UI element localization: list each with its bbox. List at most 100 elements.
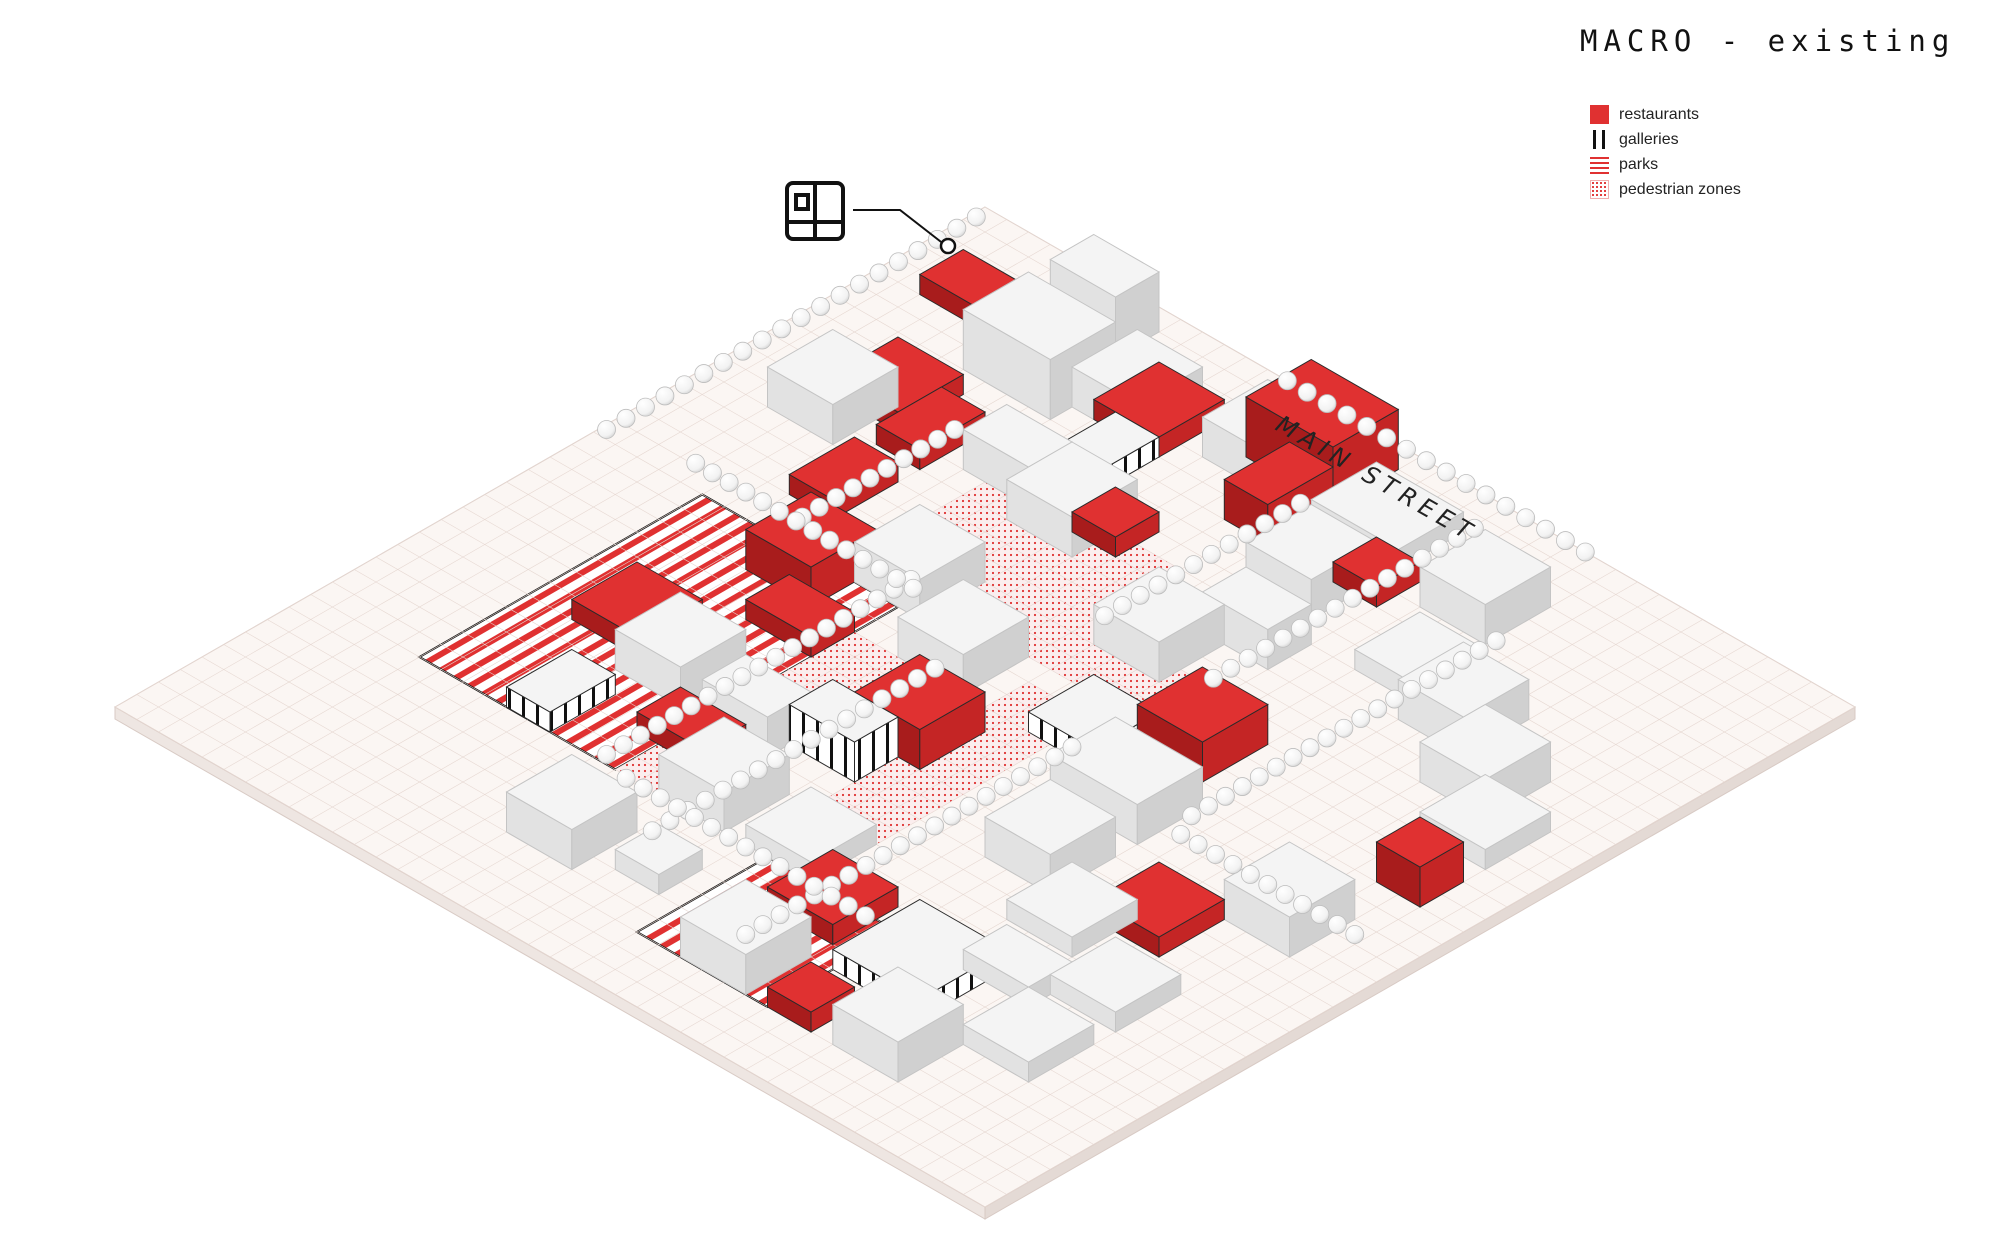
galleries-swatch: [1590, 130, 1609, 149]
building-roof: [614, 591, 747, 668]
tree: [870, 559, 890, 579]
tree: [597, 745, 616, 764]
grid-line: [158, 681, 1029, 1183]
tree: [732, 667, 752, 687]
tree: [713, 780, 733, 800]
tree: [869, 263, 889, 283]
tree: [908, 241, 928, 260]
tree: [1368, 699, 1388, 719]
tree: [1011, 767, 1030, 787]
tree: [681, 696, 701, 716]
tree: [753, 847, 773, 867]
restaurant-building-roof: [766, 961, 856, 1013]
tree: [850, 599, 870, 619]
grid-line: [201, 656, 1073, 1158]
tree: [890, 836, 910, 856]
tree: [856, 856, 876, 875]
tree: [838, 896, 858, 916]
tree: [713, 352, 733, 372]
tree: [800, 628, 819, 648]
tree: [766, 750, 786, 770]
tree: [1377, 568, 1397, 588]
tree: [1277, 371, 1297, 391]
tree: [1357, 417, 1377, 436]
tree: [1416, 451, 1436, 471]
building-roof: [1201, 566, 1313, 631]
tree: [836, 540, 856, 560]
tree: [636, 397, 655, 417]
legend-item-galleries: galleries: [1590, 127, 1741, 152]
tree: [925, 816, 945, 836]
tree: [890, 679, 910, 698]
tree: [1486, 631, 1506, 651]
pedestrian-zones-swatch: [1590, 180, 1609, 199]
building-roof: [766, 328, 900, 406]
tree: [736, 837, 756, 857]
tree: [736, 482, 756, 502]
restaurants-swatch: [1590, 105, 1609, 124]
tree: [1430, 538, 1449, 558]
tree: [647, 715, 667, 735]
grid-line: [963, 694, 1834, 1195]
tree: [1337, 405, 1357, 425]
tree: [1290, 493, 1310, 513]
tree: [733, 341, 753, 361]
restaurant-building-roof: [1136, 666, 1269, 743]
tree: [1496, 496, 1516, 516]
tree: [1182, 806, 1202, 826]
tree: [1395, 558, 1415, 578]
tree: [1171, 825, 1191, 844]
tree: [719, 827, 739, 847]
tree: [1256, 638, 1275, 658]
restaurant-building-roof: [1070, 486, 1161, 538]
building-roof: [1049, 233, 1161, 298]
tree: [804, 876, 824, 896]
tree: [1456, 474, 1476, 493]
tree: [655, 386, 675, 406]
tree: [830, 285, 850, 305]
tree: [1255, 514, 1275, 534]
building-roof: [505, 753, 639, 831]
tree: [616, 408, 636, 428]
building-roof: [1418, 773, 1552, 851]
tree: [597, 420, 616, 439]
tree: [1201, 544, 1221, 564]
tree: [1360, 578, 1380, 598]
tree: [887, 569, 906, 589]
tree: [1402, 679, 1421, 699]
tree: [630, 725, 650, 745]
building-roof: [962, 986, 1095, 1063]
tree: [1283, 748, 1303, 767]
legend-item-pedestrian-zones: pedestrian zones: [1590, 177, 1741, 202]
tree: [1028, 757, 1048, 777]
diagram-title: MACRO - existing: [1580, 24, 1956, 58]
tree: [685, 808, 704, 827]
tree: [903, 578, 923, 598]
tree: [1327, 915, 1347, 934]
tree: [833, 608, 853, 628]
tree: [1206, 845, 1225, 864]
tree: [843, 478, 863, 498]
legend-label: galleries: [1619, 130, 1679, 148]
tree: [633, 778, 653, 798]
tree: [1266, 757, 1286, 777]
tree: [839, 865, 859, 885]
tree: [911, 439, 931, 459]
tree: [942, 806, 962, 826]
tree: [731, 770, 750, 790]
tree: [753, 492, 773, 512]
gallery-building-roof: [505, 648, 617, 713]
tree: [1166, 565, 1186, 585]
tree: [925, 658, 945, 678]
restaurant-building-roof: [1223, 441, 1335, 506]
tree: [784, 740, 803, 759]
legend: restaurants galleries parks pedestrian z…: [1590, 102, 1741, 202]
tree: [1240, 865, 1260, 884]
tree: [1062, 737, 1082, 757]
tree: [1377, 428, 1397, 448]
tree: [850, 274, 869, 294]
tree: [650, 788, 670, 808]
tree: [694, 364, 714, 383]
building-roof: [831, 966, 965, 1043]
